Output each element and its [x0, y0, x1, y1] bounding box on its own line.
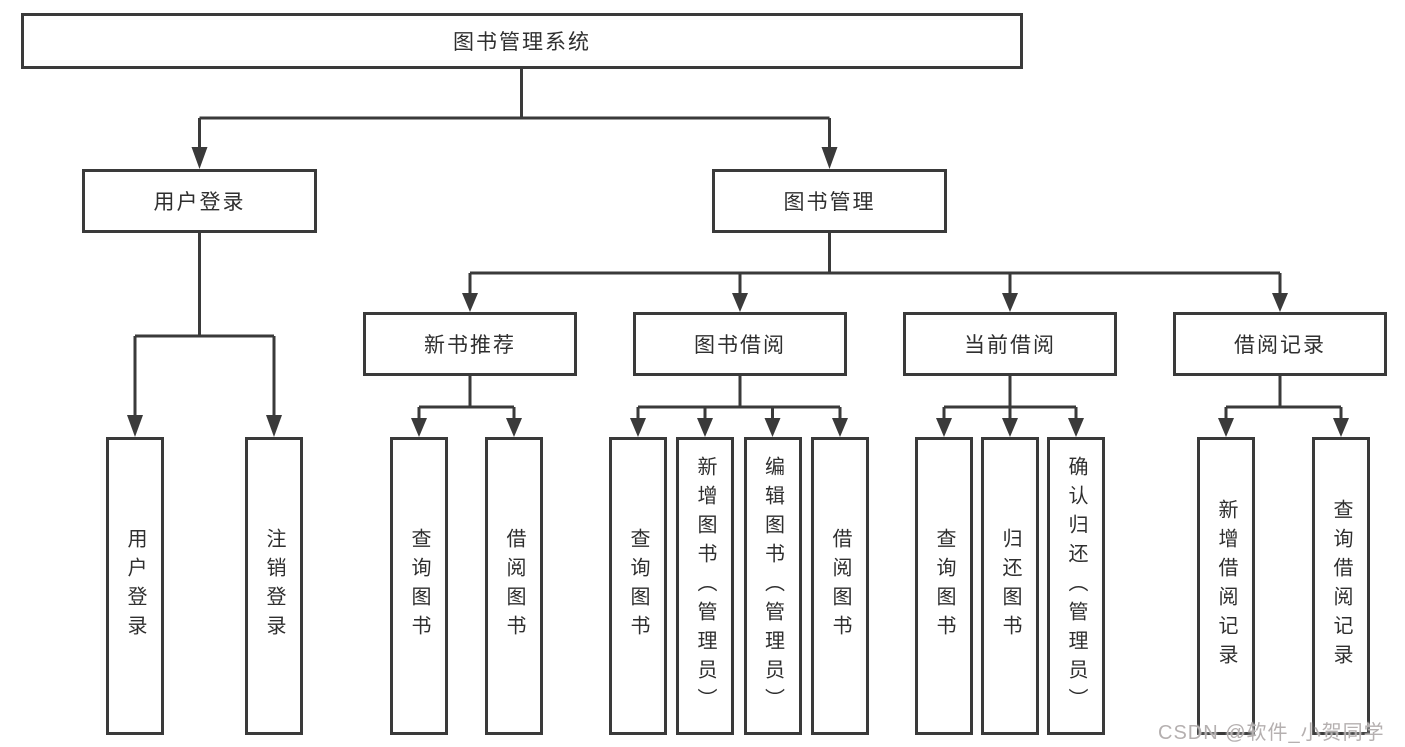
leaf-borrow-borrow-books-label: 借阅图书: [829, 528, 851, 644]
leaf-records-query-record: 查询借阅记录: [1312, 437, 1370, 735]
node-book-management: 图书管理: [712, 169, 947, 233]
leaf-recommend-borrow-books: 借阅图书: [485, 437, 543, 735]
leaf-recommend-borrow-books-label: 借阅图书: [503, 528, 525, 644]
node-book-management-label: 图书管理: [783, 191, 876, 214]
leaf-borrow-query-books: 查询图书: [609, 437, 667, 735]
node-borrow-records: 借阅记录: [1173, 312, 1387, 376]
leaf-borrow-edit-books-admin: 编辑图书（管理员）: [743, 437, 802, 735]
csdn-watermark: CSDN @软件_小贺同学: [1158, 722, 1385, 744]
node-current-borrow: 当前借阅: [903, 312, 1117, 376]
node-new-book-recommend: 新书推荐: [363, 312, 577, 376]
node-book-borrow: 图书借阅: [633, 312, 847, 376]
node-user-login-label: 用户登录: [153, 191, 246, 214]
node-borrow-records-label: 借阅记录: [1234, 334, 1326, 357]
node-book-borrow-label: 图书借阅: [694, 334, 786, 357]
leaf-borrow-edit-books-admin-label: 编辑图书（管理员）: [761, 455, 784, 717]
node-library-system: 图书管理系统: [21, 13, 1023, 69]
leaf-recommend-query-books-label: 查询图书: [408, 528, 430, 644]
node-current-borrow-label: 当前借阅: [964, 334, 1056, 357]
node-new-book-recommend-label: 新书推荐: [424, 334, 516, 357]
leaf-current-confirm-return-admin-label: 确认归还（管理员）: [1065, 455, 1087, 717]
leaf-borrow-borrow-books: 借阅图书: [811, 437, 869, 735]
leaf-logout-label: 注销登录: [263, 528, 285, 644]
leaf-user-login-label: 用户登录: [124, 528, 146, 644]
leaf-borrow-query-books-label: 查询图书: [627, 528, 649, 644]
node-library-system-label: 图书管理系统: [453, 31, 591, 54]
leaf-current-query-books: 查询图书: [915, 437, 973, 735]
leaf-borrow-add-books-admin: 新增图书（管理员）: [676, 437, 734, 735]
leaf-recommend-query-books: 查询图书: [390, 437, 448, 735]
arrowheads: [127, 147, 1349, 437]
leaf-borrow-add-books-admin-label: 新增图书（管理员）: [694, 455, 716, 717]
leaf-logout: 注销登录: [245, 437, 303, 735]
leaf-current-query-books-label: 查询图书: [933, 528, 955, 644]
leaf-records-query-record-label: 查询借阅记录: [1330, 499, 1352, 673]
leaf-user-login: 用户登录: [106, 437, 164, 735]
leaf-current-return-books: 归还图书: [981, 437, 1039, 735]
node-user-login: 用户登录: [82, 169, 317, 233]
leaf-records-add-record: 新增借阅记录: [1197, 437, 1255, 735]
leaf-current-confirm-return-admin: 确认归还（管理员）: [1047, 437, 1105, 735]
leaf-records-add-record-label: 新增借阅记录: [1215, 499, 1237, 673]
leaf-current-return-books-label: 归还图书: [999, 528, 1021, 644]
